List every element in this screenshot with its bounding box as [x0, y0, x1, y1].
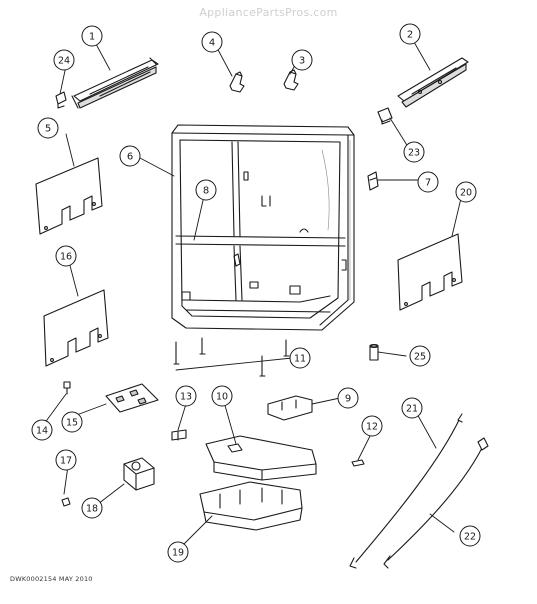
part-1-rail	[71, 57, 159, 109]
callout-label: 8	[203, 186, 209, 197]
callout-6: 6	[119, 145, 141, 167]
part-20-panel	[397, 233, 463, 311]
callout-label: 20	[460, 188, 472, 199]
callout-15: 15	[61, 411, 83, 433]
callout-label: 24	[58, 56, 70, 67]
part-18-valve	[123, 457, 155, 491]
callout-label: 12	[366, 422, 378, 433]
callout-17: 17	[55, 449, 77, 471]
drawing-code: DWK0002154 MAY 2010	[10, 575, 93, 583]
callout-label: 11	[294, 354, 306, 365]
callout-25: 25	[409, 345, 431, 367]
callout-label: 23	[408, 148, 420, 159]
callout-21: 21	[401, 397, 423, 419]
callout-9: 9	[337, 387, 359, 409]
part-22-hose	[383, 437, 489, 569]
callout-label: 25	[414, 352, 426, 363]
callout-5: 5	[37, 117, 59, 139]
callout-label: 9	[345, 394, 351, 405]
tub-assembly	[171, 124, 355, 331]
callout-12: 12	[361, 415, 383, 437]
callout-label: 3	[299, 56, 305, 67]
callout-4: 4	[201, 31, 223, 53]
part-16-panel	[43, 289, 109, 367]
part-19-housing	[199, 481, 303, 531]
callout-24: 24	[53, 49, 75, 71]
watermark: AppliancePartsPros.com	[199, 6, 338, 19]
callout-label: 13	[180, 392, 192, 403]
part-7-bracket	[367, 171, 379, 191]
part-11-legs	[173, 337, 290, 377]
callout-16: 16	[55, 245, 77, 267]
callout-label: 10	[216, 392, 228, 403]
callout-22: 22	[459, 525, 481, 547]
callout-14: 14	[31, 419, 53, 441]
callout-label: 21	[406, 404, 418, 415]
part-9-bracket	[267, 395, 313, 421]
callout-label: 2	[407, 30, 413, 41]
callout-20: 20	[455, 181, 477, 203]
callout-19: 19	[167, 541, 189, 563]
part-23-clip	[377, 107, 393, 125]
part-5-panel	[35, 157, 103, 235]
callout-label: 5	[45, 124, 51, 135]
part-17-screw	[61, 497, 71, 507]
callout-7: 7	[417, 171, 439, 193]
callout-8: 8	[195, 179, 217, 201]
part-15-board	[105, 383, 159, 413]
part-4-bracket	[229, 71, 245, 93]
callout-label: 4	[209, 38, 215, 49]
part-21-hose	[349, 413, 463, 569]
callout-label: 18	[86, 504, 98, 515]
callout-1: 1	[81, 25, 103, 47]
callout-13: 13	[175, 385, 197, 407]
part-10-housing	[205, 435, 317, 481]
callout-label: 19	[172, 548, 184, 559]
callout-2: 2	[399, 23, 421, 45]
part-2-rail	[397, 57, 469, 108]
callout-label: 22	[464, 532, 476, 543]
callout-11: 11	[289, 347, 311, 369]
callout-10: 10	[211, 385, 233, 407]
callout-label: 1	[89, 32, 95, 43]
callout-label: 15	[66, 418, 78, 429]
callout-label: 14	[36, 426, 48, 437]
part-12-pin	[351, 459, 365, 467]
callout-label: 7	[425, 178, 431, 189]
callout-18: 18	[81, 497, 103, 519]
callout-label: 6	[127, 152, 133, 163]
callout-label: 16	[60, 252, 72, 263]
callout-label: 17	[60, 456, 72, 467]
callout-3: 3	[291, 49, 313, 71]
part-13-bracket	[171, 429, 187, 441]
callout-23: 23	[403, 141, 425, 163]
part-24-clip	[55, 91, 67, 109]
part-14-plug	[63, 381, 71, 395]
part-25-cylinder	[369, 343, 379, 361]
